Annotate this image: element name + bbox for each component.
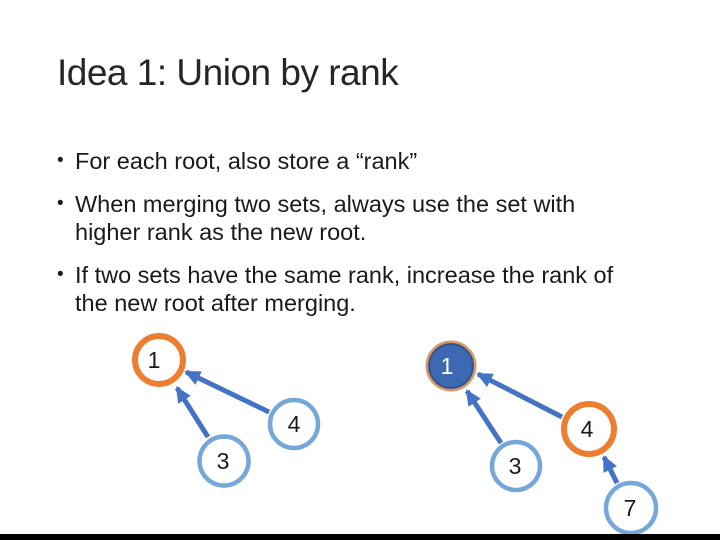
node-label: 1 bbox=[441, 353, 454, 379]
bullet-item: • When merging two sets, always use the … bbox=[57, 190, 697, 246]
node-circle bbox=[603, 480, 659, 536]
node-circle bbox=[489, 439, 543, 493]
edge-3-to-1-left bbox=[174, 386, 211, 439]
bullet-line: When merging two sets, always use the se… bbox=[75, 191, 576, 217]
tree-node-right-4: 4 bbox=[561, 401, 617, 457]
left-tree-edges bbox=[174, 369, 271, 439]
tree-node-left-3: 3 bbox=[197, 434, 251, 488]
bullet-marker-icon: • bbox=[57, 150, 64, 171]
node-circle bbox=[197, 434, 251, 488]
right-tree: 1 4 3 7 bbox=[425, 340, 659, 536]
node-label: 1 bbox=[148, 347, 161, 373]
slide-title: Idea 1: Union by rank bbox=[57, 52, 399, 93]
bullet-text: If two sets have the same rank, increase… bbox=[75, 261, 613, 317]
tree-node-right-3: 3 bbox=[489, 439, 543, 493]
edge-7-to-4-right bbox=[601, 455, 620, 485]
node-circle bbox=[132, 333, 186, 387]
bullet-line: higher rank as the new root. bbox=[75, 219, 367, 245]
tree-node-right-1: 1 bbox=[425, 340, 477, 392]
bullet-line: For each root, also store a “rank” bbox=[75, 148, 418, 174]
bottom-letterbox-bar bbox=[0, 534, 720, 540]
node-circle bbox=[425, 340, 477, 392]
tree-node-left-4: 4 bbox=[267, 397, 321, 451]
node-circle bbox=[561, 401, 617, 457]
bullet-text: For each root, also store a “rank” bbox=[75, 147, 417, 175]
bullet-text: When merging two sets, always use the se… bbox=[75, 190, 575, 246]
node-label: 3 bbox=[509, 453, 522, 479]
tree-node-left-1: 1 bbox=[132, 333, 186, 387]
node-inner-ring bbox=[428, 343, 474, 389]
bullet-marker-icon: • bbox=[57, 264, 64, 285]
node-circle bbox=[267, 397, 321, 451]
bullet-line: the new root after merging. bbox=[75, 290, 356, 316]
edge-4-to-1-left bbox=[184, 369, 271, 415]
node-label: 4 bbox=[288, 411, 301, 437]
node-label: 3 bbox=[217, 448, 230, 474]
right-tree-edges bbox=[464, 371, 620, 485]
bullet-item: • For each root, also store a “rank” bbox=[57, 147, 697, 175]
tree-node-right-7: 7 bbox=[603, 480, 659, 536]
bullet-line: If two sets have the same rank, increase… bbox=[75, 262, 614, 288]
bullet-marker-icon: • bbox=[57, 193, 64, 214]
bullet-list: • For each root, also store a “rank” • W… bbox=[57, 147, 697, 332]
left-tree: 1 4 3 bbox=[132, 333, 321, 488]
bullet-item: • If two sets have the same rank, increa… bbox=[57, 261, 697, 317]
node-label: 4 bbox=[581, 416, 594, 442]
edge-3-to-1-right bbox=[464, 389, 504, 445]
node-label: 7 bbox=[624, 495, 637, 521]
edge-4-to-1-right bbox=[476, 371, 564, 420]
